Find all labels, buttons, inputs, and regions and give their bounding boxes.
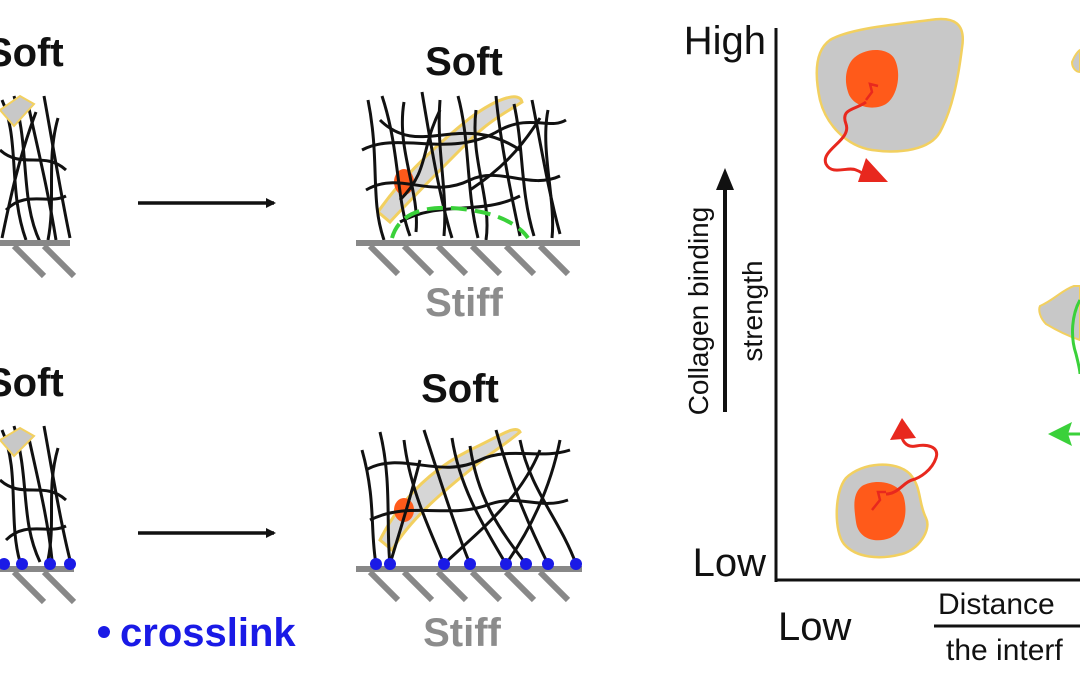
cell-high-binding-red-squiggle — [865, 82, 879, 101]
cell-high-binding — [815, 17, 965, 182]
row2-left-label: Soft — [0, 361, 64, 405]
row1-right-bottom-label: Stiff — [425, 281, 503, 325]
green-arrow-edge — [1048, 422, 1080, 446]
row2-left-hatch — [11, 569, 77, 605]
x-axis-title-bottom: the interf — [946, 634, 1063, 667]
row2-right-hatch — [367, 569, 571, 603]
y-axis-title-line1: Collagen binding — [683, 207, 714, 416]
row2-right-fibers — [360, 429, 578, 566]
cell-edge-middle-right — [1038, 285, 1080, 375]
x-axis-low-label: Low — [778, 605, 851, 649]
cell-high-binding-migration-path — [823, 100, 870, 180]
row1-left-cell — [0, 94, 36, 128]
row2-right-bottom-label: Stiff — [423, 611, 501, 655]
cell-low-binding-migration-path — [885, 429, 939, 496]
row2-right-scene: Soft — [356, 367, 582, 655]
conceptual-plot: High Low Low Collagen binding strength D… — [683, 17, 1080, 667]
cell-low-binding — [835, 418, 939, 559]
row1-right-fibers — [361, 91, 567, 241]
row1-right-scene: Soft — [356, 40, 580, 325]
cell-high-binding-nucleus — [845, 49, 899, 108]
cell-high-binding-arrow-head — [858, 158, 888, 182]
row1-left-hatch — [11, 243, 77, 279]
y-axis-title-arrow-head — [716, 168, 734, 190]
cell-low-binding-red-squiggle — [871, 490, 886, 511]
row1-right-top-label: Soft — [425, 40, 503, 84]
cell-edge-middle-body — [1038, 285, 1080, 342]
row2-left-crosslinks — [0, 558, 76, 570]
row1-right-interface-gap — [390, 205, 530, 240]
y-axis-title-line2: strength — [737, 260, 768, 361]
cell-low-binding-nucleus — [854, 482, 906, 541]
crosslink-legend: crosslink — [98, 611, 296, 655]
cell-edge-top-right — [1070, 48, 1080, 74]
row1-right-hatch — [367, 243, 571, 277]
row1-left-label: Soft — [0, 31, 64, 75]
crosslink-legend-dot — [98, 626, 110, 638]
row2-right-top-label: Soft — [421, 367, 499, 411]
crosslink-legend-label: crosslink — [120, 611, 296, 655]
y-axis-low-label: Low — [693, 541, 766, 585]
cell-low-binding-arrow-head — [890, 418, 916, 440]
row2-right-cell — [378, 427, 522, 553]
row1-left-scene: Soft — [0, 31, 77, 279]
y-axis-title-group: Collagen binding strength — [683, 168, 768, 415]
row2-left-cell — [0, 426, 36, 458]
x-axis-title-top: Distance — [938, 588, 1055, 621]
row2-right-crosslinks — [370, 558, 582, 570]
green-arrow-head — [1048, 422, 1072, 446]
row2-left-scene: Soft — [0, 361, 77, 605]
y-axis-high-label: High — [684, 19, 766, 63]
